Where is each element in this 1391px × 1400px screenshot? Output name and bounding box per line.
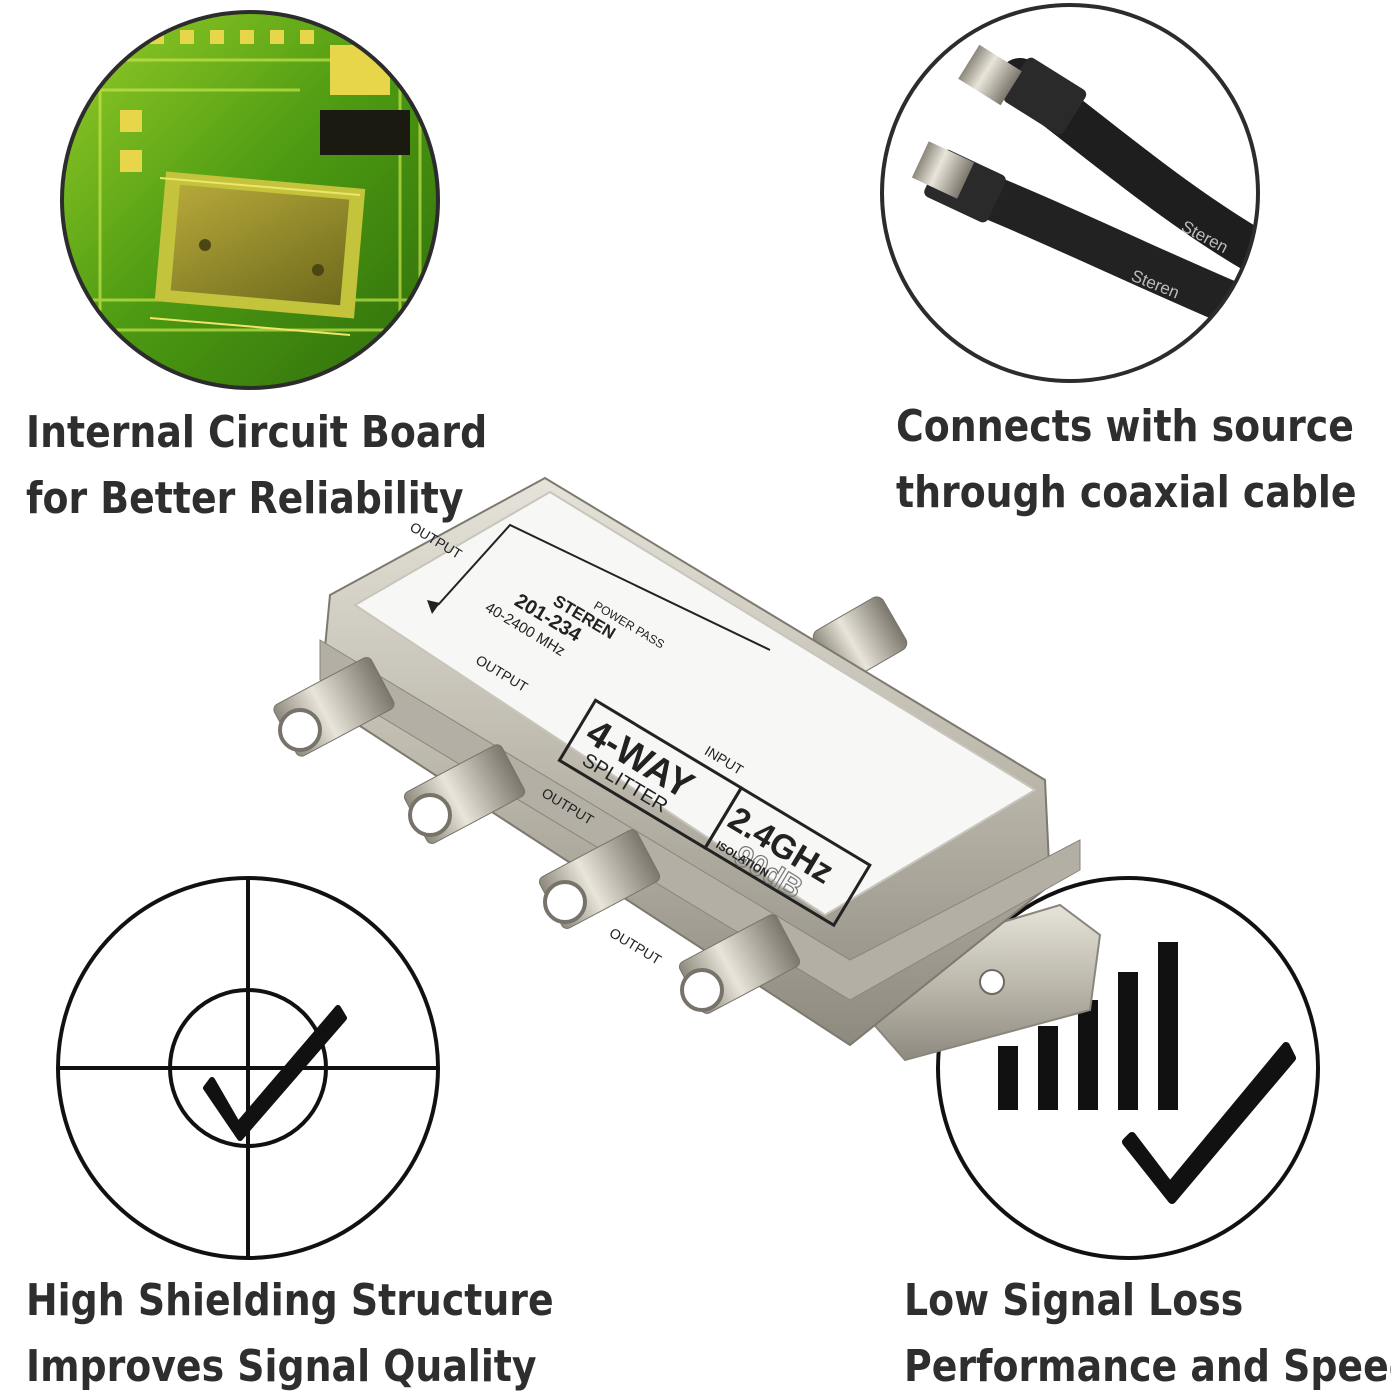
output-connector [403,744,526,844]
crosshair-check-icon [56,876,440,1260]
coaxial-cable-photo: Steren Steren [880,3,1260,383]
feature-line-2: Performance and Speed [904,1341,1391,1392]
output-label: OUTPUT [607,924,665,968]
feature-signal-loss: Low Signal Loss Performance and Speed [904,1268,1391,1400]
power-pass-arrow [437,523,771,651]
feature-line-2: through coaxial cable [896,467,1357,518]
output-connector [678,914,801,1014]
feature-line-2: Improves Signal Quality [26,1341,537,1392]
output-connector [273,656,395,757]
feature-line-2: for Better Reliability [26,473,464,524]
splitter-product: POWER PASS STEREN 201-234 40-2400 MHz IN… [273,476,1102,1062]
feature-line-1: Low Signal Loss [904,1275,1244,1326]
circuit-board-photo [60,10,440,390]
output-connector [538,829,661,929]
feature-coaxial-cable: Connects with source through coaxial cab… [896,394,1357,526]
feature-shielding: High Shielding Structure Improves Signal… [26,1268,554,1400]
feature-circuit-board: Internal Circuit Board for Better Reliab… [26,400,487,532]
feature-line-1: Connects with source [896,401,1354,452]
feature-line-1: Internal Circuit Board [26,407,488,458]
signal-bars-check-icon [936,876,1320,1260]
feature-line-1: High Shielding Structure [26,1275,554,1326]
